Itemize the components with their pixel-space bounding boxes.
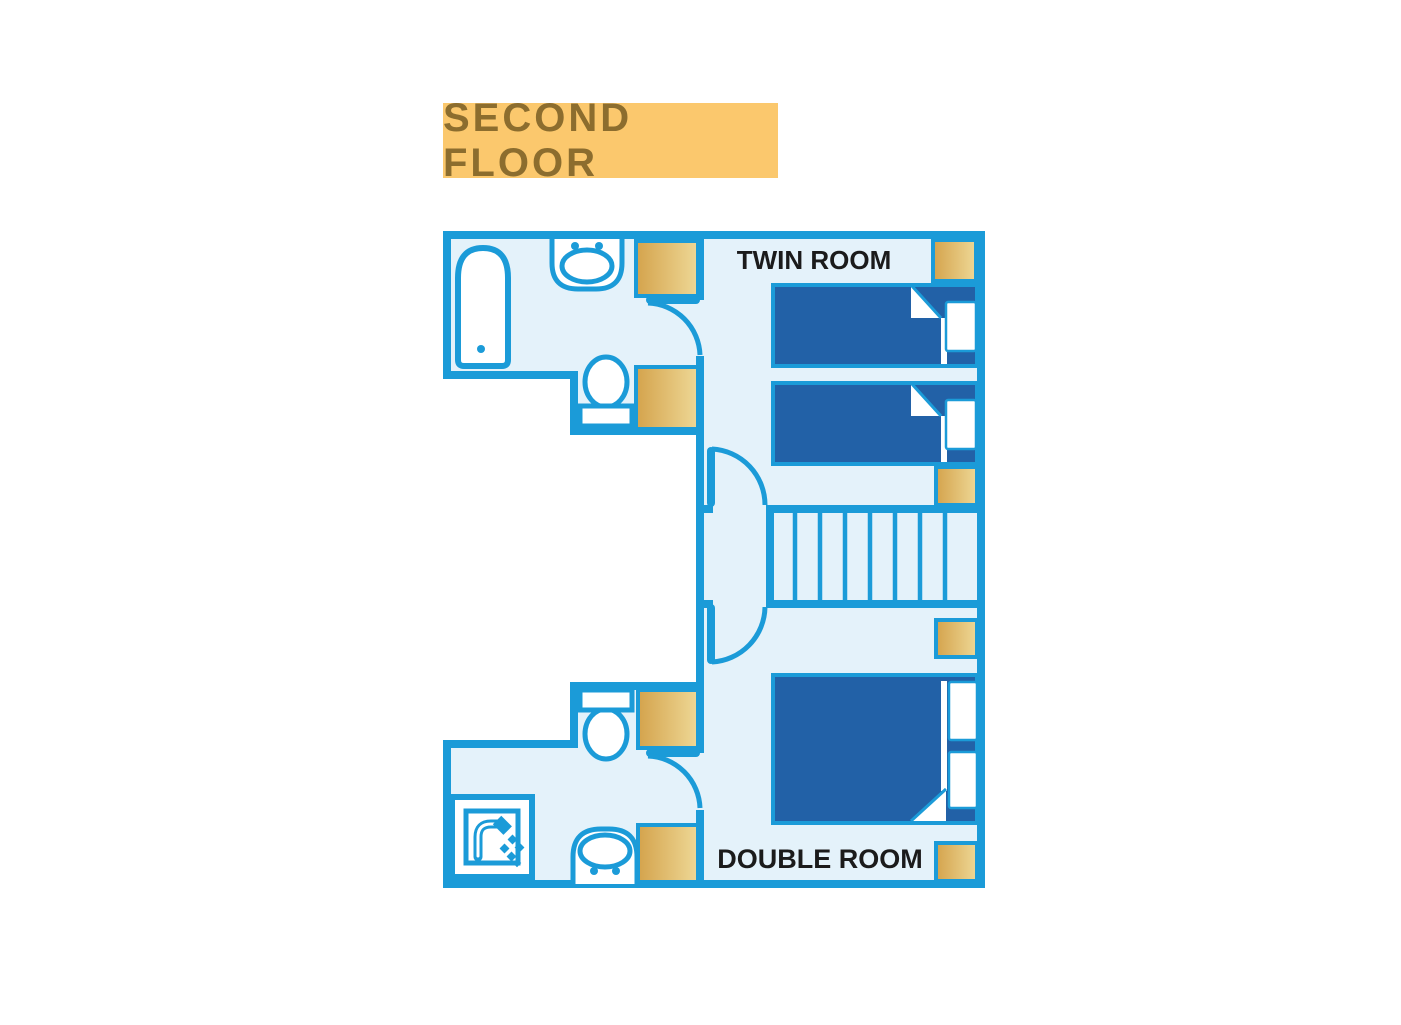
door-double-room: [707, 604, 768, 665]
wardrobe-square: [931, 238, 978, 283]
floor-title-banner: SECOND FLOOR: [443, 96, 778, 185]
twin-bed-2: [771, 381, 979, 466]
floor-title: SECOND FLOOR: [443, 95, 633, 185]
staircase: [766, 513, 948, 600]
double-bed: [771, 673, 979, 825]
shower-icon: [449, 794, 535, 880]
sink-icon: [549, 239, 625, 292]
wardrobe-square: [634, 239, 700, 298]
toilet-icon: [577, 354, 635, 429]
wardrobe-square: [634, 365, 700, 431]
door-top-bathroom: [646, 296, 703, 356]
double-room-label: DOUBLE ROOM: [717, 844, 923, 874]
wardrobe-square: [636, 688, 700, 750]
interior-walls: [696, 235, 981, 884]
twin-bed-1: [771, 283, 979, 368]
sink-icon: [570, 826, 640, 884]
toilet-icon: [577, 687, 635, 762]
wardrobe-squares: [634, 238, 979, 884]
twin-room-label: TWIN ROOM: [737, 245, 892, 275]
wardrobe-square: [636, 823, 700, 884]
wardrobe-square: [934, 465, 979, 507]
door-bottom-bathroom: [646, 749, 703, 809]
wardrobe-square: [934, 618, 979, 659]
wardrobe-square: [934, 841, 979, 883]
bathtub-icon: [455, 244, 511, 369]
door-twin-room: [707, 446, 768, 507]
